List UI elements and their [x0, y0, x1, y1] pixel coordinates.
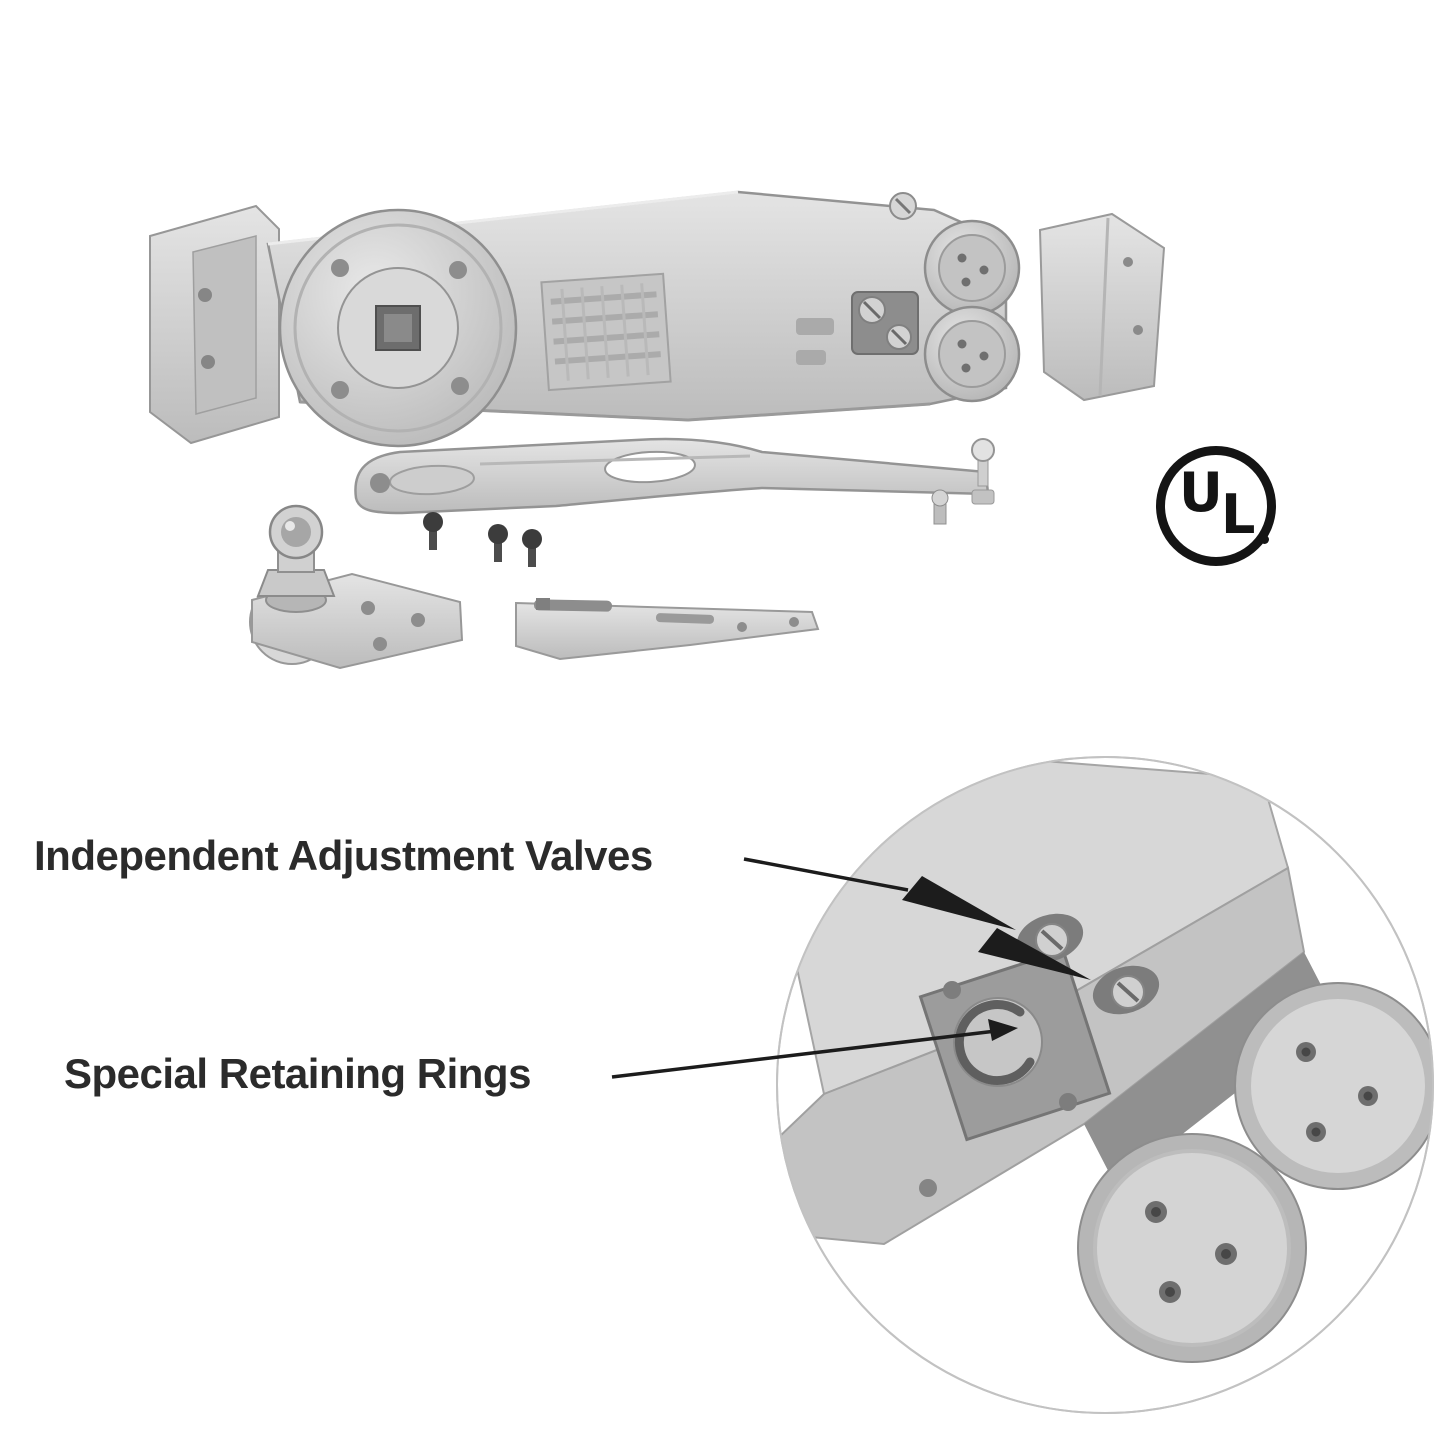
- inset-cylinder-1: [1077, 1133, 1307, 1363]
- rings-arrowhead: [988, 1019, 1018, 1041]
- adjustment-valve-block: [851, 291, 919, 355]
- retaining-ring: [954, 1000, 1035, 1085]
- bracket-hole: [198, 288, 212, 302]
- thumb-screw: [931, 489, 949, 525]
- main-arm: [354, 437, 995, 567]
- bracket-hole: [201, 355, 215, 369]
- callout-label-rings: Special Retaining Rings: [64, 1050, 531, 1097]
- bottom-pivot-assembly: [249, 504, 464, 670]
- valve-arrow-1: [902, 876, 1016, 930]
- ball-stud: [971, 438, 995, 505]
- arm-slot: [655, 613, 714, 624]
- body-slot: [796, 350, 826, 365]
- callout-label-valves: Independent Adjustment Valves: [34, 832, 653, 879]
- ul-registered-dot: [1260, 535, 1269, 544]
- valve-arrow-2: [978, 928, 1091, 980]
- ul-letter-u: U: [1179, 461, 1223, 524]
- detail-inset: [776, 756, 1434, 1414]
- arm-screws: [423, 512, 542, 567]
- end-mounting-bracket: [1038, 212, 1166, 402]
- adjustment-valve-2: [1092, 965, 1160, 1015]
- spindle-hub: [278, 208, 518, 448]
- pivot-hex-nut: [256, 569, 336, 597]
- piston-cylinders: [923, 219, 1021, 403]
- callout-leaders: [611, 857, 1091, 1079]
- ul-letter-l: L: [1221, 483, 1256, 546]
- retaining-ring-seat: [953, 997, 1043, 1087]
- rings-leader-line: [611, 1029, 997, 1079]
- valves-leader-line: [743, 857, 909, 892]
- slide-channel-arm: [515, 598, 820, 661]
- arm-slot: [533, 599, 612, 612]
- side-jamb-bracket: [149, 204, 280, 445]
- inset-cylinder-2: [1234, 982, 1433, 1190]
- top-screw: [889, 192, 917, 220]
- ul-certification-logo: U L: [1156, 446, 1276, 566]
- stamped-nameplate: [540, 272, 672, 392]
- exploded-parts: [149, 190, 1166, 670]
- body-slot: [796, 318, 834, 335]
